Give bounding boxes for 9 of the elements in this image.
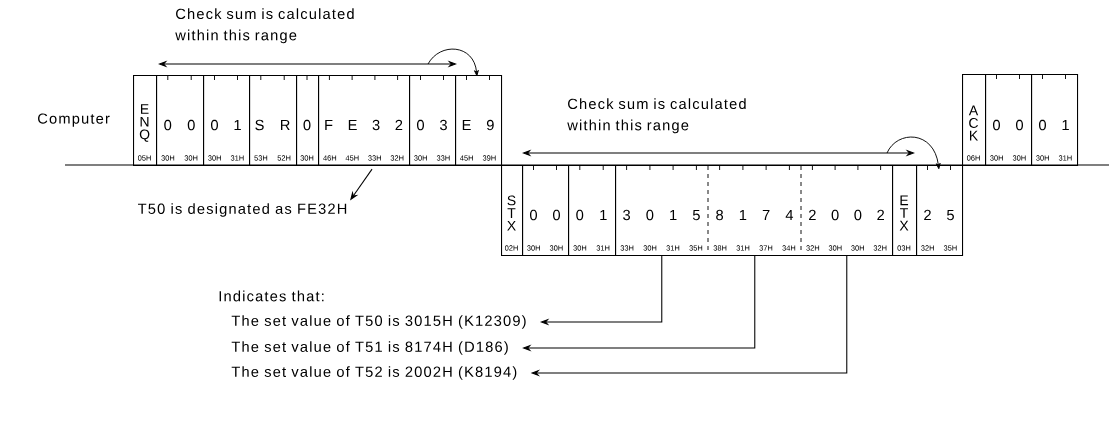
range-note: Check sum is calculated within this range xyxy=(567,98,746,134)
note-text: Indicates that: xyxy=(219,290,324,302)
annotation-text: The set value of T52 is 2002H (K8194) xyxy=(231,366,517,380)
annotation-text: The set value of T51 is 8174H (D186) xyxy=(231,341,508,355)
range-note: Check sum is calculated within this range xyxy=(175,8,354,44)
annotation-text: The set value of T50 is 3015H (K12309) xyxy=(231,315,526,329)
annotation-text: T50 is designated as FE32H xyxy=(138,203,347,217)
data-block-frame xyxy=(615,165,894,257)
station-label: Computer xyxy=(38,113,110,127)
